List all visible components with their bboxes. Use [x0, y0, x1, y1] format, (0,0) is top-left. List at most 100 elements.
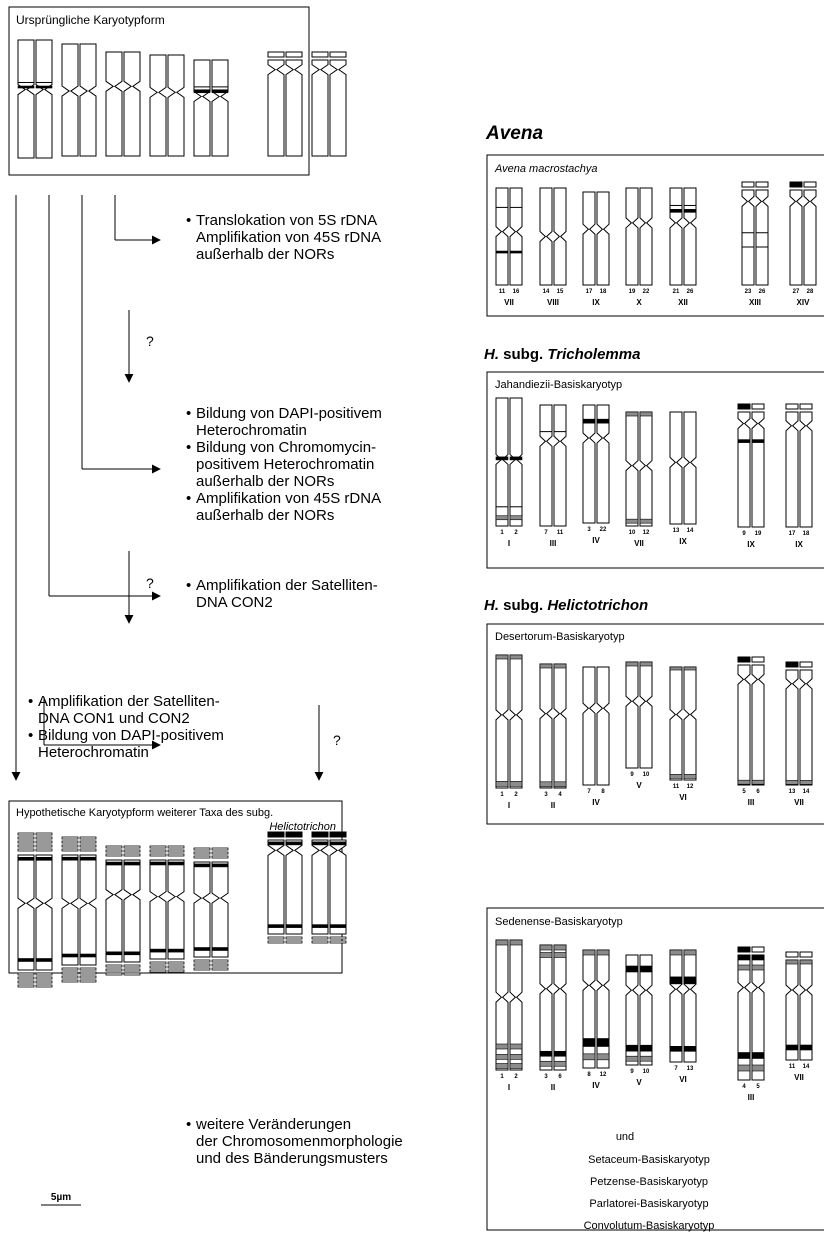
- chromosome-number: 1: [500, 530, 504, 536]
- heterochromatin-band: [80, 976, 96, 978]
- satellite: [286, 832, 302, 837]
- scale-bar-label: 5µm: [51, 1192, 71, 1203]
- band-mark: [640, 1045, 652, 1051]
- band-mark: [738, 955, 750, 960]
- satellite: [330, 52, 346, 57]
- chromosome-number: 27: [793, 289, 800, 295]
- annotation-line: Bildung von Chromomycin-: [196, 439, 376, 456]
- band-mark: [800, 1045, 812, 1050]
- chromosome-number: 4: [558, 792, 562, 798]
- band-mark: [626, 519, 638, 523]
- satellite: [312, 52, 328, 57]
- band-mark: [194, 948, 210, 951]
- band-mark: [554, 953, 566, 958]
- band-mark: [268, 842, 284, 845]
- band-mark: [36, 86, 52, 88]
- heterochromatin-band: [150, 854, 166, 856]
- band-mark: [36, 857, 52, 860]
- annotation-line: positivem Heterochromatin: [196, 456, 374, 473]
- heterochromatin-band: [124, 973, 140, 975]
- heterochromatin-band: [194, 848, 210, 850]
- annotation-line: Amplifikation von 45S rDNA: [196, 490, 381, 507]
- chromosome: [124, 860, 140, 962]
- satellite: [268, 832, 284, 837]
- satellite: [752, 657, 764, 662]
- band-mark: [554, 1051, 566, 1056]
- heterochromatin-band: [194, 960, 210, 962]
- annotation-line: außerhalb der NORs: [196, 246, 334, 263]
- chromosome: [684, 412, 696, 524]
- band-mark: [738, 1053, 750, 1059]
- annotation-line: Heterochromatin: [38, 744, 149, 761]
- chromosome: [640, 412, 652, 526]
- band-mark: [496, 781, 508, 786]
- chromosome-roman-label: VII: [794, 1073, 804, 1082]
- chromosome-roman-label: VI: [679, 793, 687, 802]
- heterochromatin-band: [36, 849, 52, 851]
- heterochromatin-band: [106, 969, 122, 971]
- chromosome-number: 14: [803, 1064, 810, 1070]
- heterochromatin-band: [268, 937, 284, 939]
- chromosome: [80, 44, 96, 156]
- annotation-line: Amplifikation der Satelliten-: [196, 577, 378, 594]
- band-mark: [800, 960, 812, 964]
- band-mark: [80, 954, 96, 957]
- satellite: [738, 657, 750, 662]
- heterochromatin-band: [18, 833, 34, 835]
- chromosome: [194, 862, 210, 957]
- band-mark: [684, 774, 696, 778]
- chromosome: [756, 190, 768, 285]
- band-mark: [18, 857, 34, 860]
- chromosome-number: 15: [557, 289, 564, 295]
- annotation-line: und des Bänderungsmusters: [196, 1150, 388, 1167]
- band-mark: [626, 662, 638, 666]
- chromosome: [330, 840, 346, 934]
- chromosome-number: 13: [673, 528, 680, 534]
- chromosome: [583, 667, 595, 785]
- satellite: [286, 52, 302, 57]
- bullet-mark: •: [186, 1116, 191, 1133]
- chromosome: [640, 188, 652, 285]
- band-mark: [626, 1045, 638, 1051]
- band-mark: [640, 519, 652, 523]
- avena-heading: Avena: [485, 123, 543, 144]
- chromosome-number: 9: [630, 772, 634, 778]
- event-annotations: •Translokation von 5S rDNAAmplifikation …: [28, 212, 403, 1167]
- heterochromatin-band: [80, 849, 96, 851]
- chromosome: [738, 665, 750, 785]
- chromosome: [286, 60, 302, 156]
- heterochromatin-band: [194, 968, 210, 970]
- chromosome-number: 2: [514, 530, 518, 536]
- chromosome: [36, 40, 52, 158]
- chromosome-number: 10: [629, 530, 636, 536]
- chromosome: [106, 860, 122, 962]
- band-mark: [124, 952, 140, 955]
- chromosome-number: 9: [742, 531, 746, 537]
- satellite: [786, 404, 798, 409]
- band-mark: [496, 1054, 508, 1059]
- chromosome-number: 18: [600, 289, 607, 295]
- chromosome: [554, 664, 566, 788]
- heterochromatin-band: [330, 937, 346, 939]
- chromosome-roman-label: II: [551, 801, 555, 810]
- bullet-mark: •: [186, 405, 191, 422]
- annotation-line: außerhalb der NORs: [196, 473, 334, 490]
- band-mark: [684, 950, 696, 955]
- band-mark: [583, 1039, 595, 1047]
- heterochromatin-band: [18, 837, 34, 839]
- band-mark: [330, 842, 346, 845]
- chromosome: [742, 190, 754, 285]
- heterochromatin-band: [36, 841, 52, 843]
- heterochromatin-band: [62, 849, 78, 851]
- heterochromatin-band: [212, 852, 228, 854]
- band-mark: [212, 948, 228, 951]
- heterochromatin-band: [106, 965, 122, 967]
- band-mark: [496, 940, 508, 945]
- heterochromatin-band: [150, 966, 166, 968]
- chromosome-number: 4: [742, 1084, 746, 1090]
- band-mark: [738, 440, 750, 443]
- heterochromatin-band: [168, 966, 184, 968]
- band-mark: [510, 940, 522, 945]
- band-mark: [212, 864, 228, 867]
